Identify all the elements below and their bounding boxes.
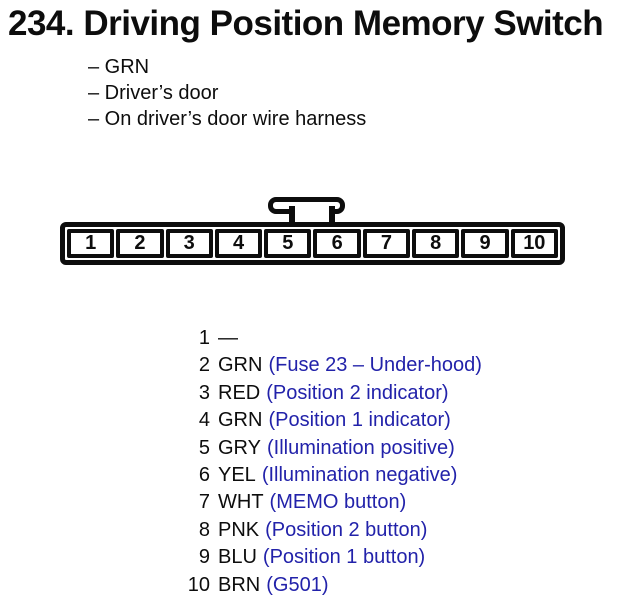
pin-row: 2 GRN(Fuse 23 – Under-hood) (160, 352, 482, 379)
figure-title: 234. Driving Position Memory Switch (8, 4, 604, 43)
pin-row: 3 RED(Position 2 indicator) (160, 380, 482, 407)
pin-number: 1 (198, 327, 210, 349)
pin-number: 9 (198, 546, 210, 569)
pin-function: (Position 2 indicator) (266, 381, 449, 404)
connector-latch-stem (289, 206, 335, 225)
pin-function: (MEMO button) (269, 491, 407, 514)
wire-color: — (218, 327, 238, 349)
wire-color: PNK (218, 518, 260, 541)
connector-pin-cell: 4 (214, 229, 263, 258)
connector-pin-cell: 3 (165, 229, 213, 258)
wire-color: GRN (218, 409, 263, 432)
pin-row: 1— (160, 325, 482, 352)
wire-color: WHT (218, 491, 264, 514)
pin-function: (Fuse 23 – Under-hood) (268, 354, 482, 377)
pin-function: (G501) (266, 573, 329, 596)
note-line: – GRN (88, 56, 150, 78)
wire-color: GRN (218, 354, 263, 377)
pin-number: 5 (198, 436, 210, 459)
pin-row: 10 BRN(G501) (160, 572, 482, 599)
connector-pinout-diagram: 1 2 3 4 5 6 7 8 9 10 (60, 222, 565, 265)
wire-color: BLU (218, 546, 257, 569)
note-line: – Driver’s door (88, 82, 219, 104)
pin-row: 9 BLU(Position 1 button) (160, 544, 482, 571)
figure-notes: – GRN – Driver’s door – On driver’s door… (88, 54, 366, 132)
connector-pin-cell: 10 (510, 229, 558, 258)
pin-number: 10 (187, 573, 210, 596)
wire-color: GRY (218, 436, 261, 459)
wire-color: BRN (218, 573, 261, 596)
pin-number: 7 (198, 491, 210, 514)
pin-function: (Position 2 button) (265, 518, 428, 541)
note-line: – On driver’s door wire harness (88, 108, 367, 130)
pin-number: 6 (198, 464, 210, 487)
connector-pin-cell: 2 (116, 229, 164, 258)
pin-number: 2 (198, 354, 210, 377)
connector-pin-cell: 7 (362, 229, 411, 258)
wire-color: YEL (218, 464, 256, 487)
wire-color: RED (218, 381, 261, 404)
pin-number: 3 (198, 381, 210, 404)
pin-function: (Position 1 button) (262, 546, 426, 569)
pin-row: 5 GRY(Illumination positive) (160, 435, 482, 462)
connector-pin-cell: 8 (412, 229, 460, 258)
connector-pin-cell: 5 (264, 229, 312, 258)
connector-pin-cell: 9 (461, 229, 509, 258)
pin-row: 4 GRN(Position 1 indicator) (160, 407, 482, 434)
pin-number: 8 (198, 518, 210, 541)
pin-row: 8 PNK(Position 2 button) (160, 517, 482, 544)
pin-row: 6 YEL(Illumination negative) (160, 462, 482, 489)
pin-function: (Illumination negative) (261, 464, 458, 487)
pin-function: (Position 1 indicator) (268, 409, 451, 432)
pin-number: 4 (198, 409, 210, 432)
pin-function: (Illumination positive) (266, 436, 455, 459)
connector-pin-cell: 1 (67, 229, 115, 258)
connector-pin-cell: 6 (313, 229, 361, 258)
pin-row: 7 WHT(MEMO button) (160, 489, 482, 516)
